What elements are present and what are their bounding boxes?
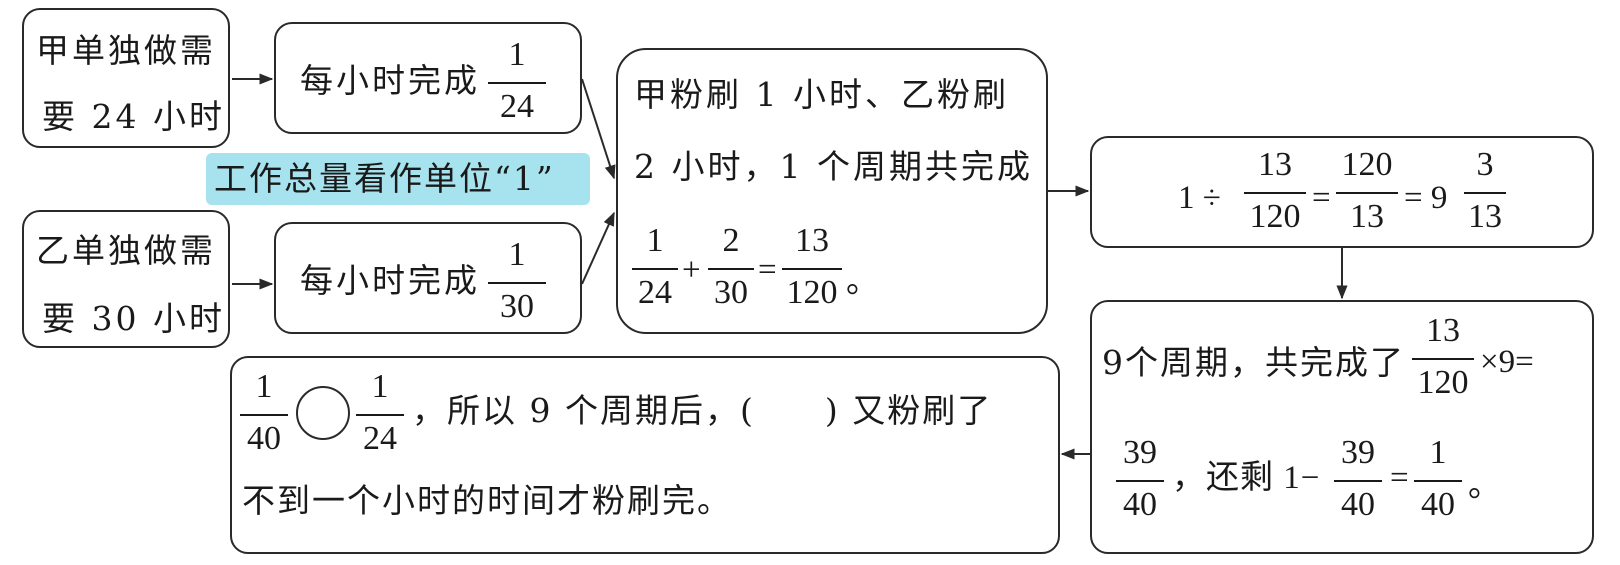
cycle-line1: 甲粉刷 1 小时、乙粉刷 [634, 75, 1009, 114]
cycle-period: 。 [846, 261, 882, 300]
conclusion-text1: ，所以 9 个周期后，( ) 又粉刷了 [412, 391, 993, 430]
remaining-line1: 9个周期，共完成了 [1102, 343, 1405, 382]
division-lead: 1 ÷ [1178, 180, 1221, 216]
arrow-jia-rate-to-cycle [581, 78, 616, 180]
cycle-plus: + [682, 252, 701, 288]
comparison-blank-circle[interactable] [296, 386, 350, 440]
remaining-period: 。 [1468, 465, 1504, 504]
yi-line1: 乙单独做需 [36, 231, 216, 270]
jia-rate-label: 每小时完成 [300, 61, 480, 100]
jia-time-box: 甲单独做需 要 24 小时 [22, 8, 230, 148]
jia-line1: 甲单独做需 [36, 31, 216, 70]
conclusion-text2: 不到一个小时的时间才粉刷完。 [242, 481, 732, 520]
unit-one-label: 工作总量看作单位“1” [214, 159, 555, 198]
cycle-line2: 2 小时，1 个周期共完成 [634, 147, 1033, 186]
remaining-equals: = [1390, 460, 1409, 496]
division-equals-2: = 9 [1404, 180, 1448, 216]
yi-rate-label: 每小时完成 [300, 261, 480, 300]
arrow-yi-rate-to-cycle [581, 211, 615, 285]
jia-line2: 要 24 小时 [42, 97, 225, 136]
yi-line2: 要 30 小时 [42, 299, 225, 338]
remaining-mid: ，还剩 1− [1172, 460, 1321, 496]
cycle-equals: = [758, 252, 777, 288]
division-equals-1: = [1312, 180, 1331, 216]
yi-time-box: 乙单独做需 要 30 小时 [22, 210, 230, 348]
remaining-times: ×9= [1480, 344, 1534, 380]
unit-one-highlight [206, 153, 590, 205]
